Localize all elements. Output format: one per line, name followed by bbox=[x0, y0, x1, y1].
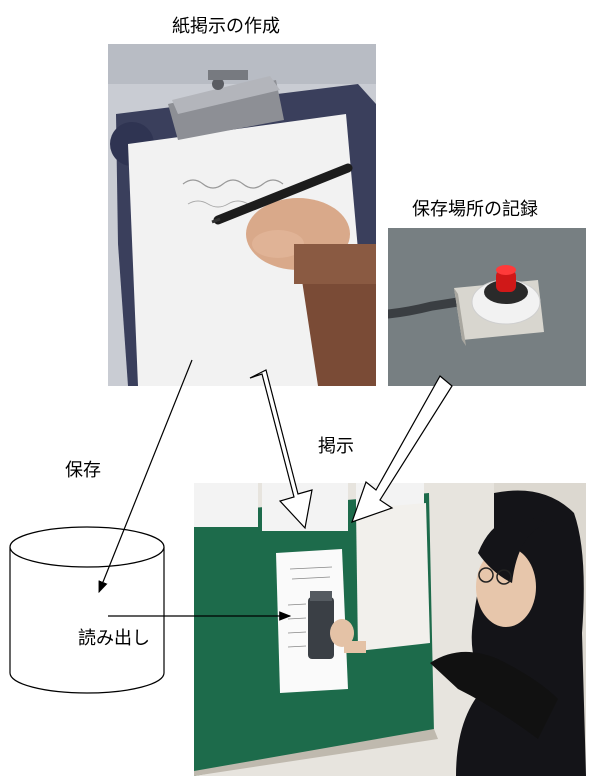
label-read-out: 読み出し bbox=[78, 628, 150, 649]
label-paper-notice: 紙掲示の作成 bbox=[172, 16, 280, 37]
label-save: 保存 bbox=[65, 460, 101, 481]
bulletin-board-photo bbox=[194, 483, 586, 776]
post-arrow-right-icon bbox=[351, 375, 453, 523]
pen-tablet-photo bbox=[108, 44, 376, 386]
database-cylinder-icon bbox=[9, 526, 165, 694]
label-storage-record: 保存場所の記録 bbox=[412, 199, 538, 220]
post-arrow-left-icon bbox=[249, 369, 313, 530]
storage-device-photo bbox=[388, 228, 586, 386]
save-arrow bbox=[98, 359, 193, 594]
label-post: 掲示 bbox=[318, 436, 354, 457]
